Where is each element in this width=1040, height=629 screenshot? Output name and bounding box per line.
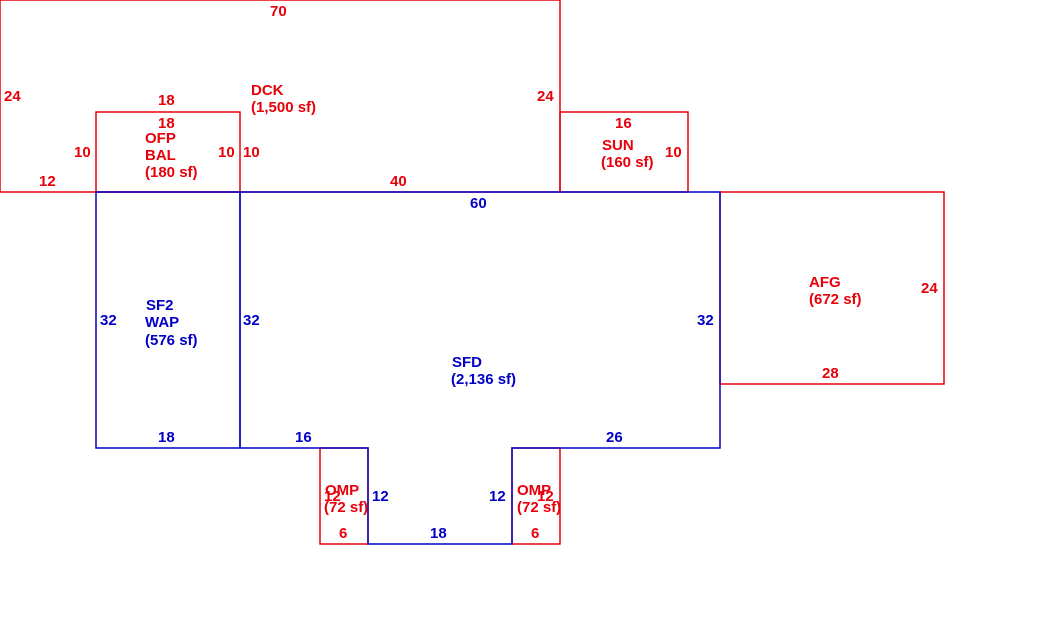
- ofp-dim-top-outer: 18: [158, 92, 175, 109]
- dck-dim-right: 24: [537, 88, 554, 105]
- sfd-dim-notch-right: 12: [489, 488, 506, 505]
- sf2-name2: WAP: [145, 314, 179, 331]
- afg-dim-right: 24: [921, 280, 938, 297]
- dck-dim-top: 70: [270, 3, 287, 20]
- sf2-name: SF2: [146, 297, 174, 314]
- sfd-outline: [239, 191, 721, 545]
- omp-left-dim: 12: [324, 488, 341, 505]
- omp-left-area: (72 sf): [324, 499, 368, 516]
- sfd-dim-notch-left: 12: [372, 488, 389, 505]
- dck-area: (1,500 sf): [251, 99, 316, 116]
- sf2-dim-right: 32: [243, 312, 260, 329]
- afg-area: (672 sf): [809, 291, 862, 308]
- omp-left-dim-bottom: 6: [339, 525, 347, 542]
- sfd-name: SFD: [452, 354, 482, 371]
- afg-name: AFG: [809, 274, 841, 291]
- sun-area: (160 sf): [601, 154, 654, 171]
- sf2-area: (576 sf): [145, 332, 198, 349]
- sfd-dim-notch-bottom: 18: [430, 525, 447, 542]
- omp-right-name: OMP: [517, 482, 551, 499]
- ofp-dim-top-inner: 18: [158, 115, 175, 132]
- omp-right-area: (72 sf): [517, 499, 561, 516]
- sfd-dim-right: 32: [697, 312, 714, 329]
- sf2-dim-left: 32: [100, 312, 117, 329]
- omp-left-name: OMP: [325, 482, 359, 499]
- sfd-dim-top: 60: [470, 195, 487, 212]
- omp-right-dim-bottom: 6: [531, 525, 539, 542]
- dck-dim-left: 24: [4, 88, 21, 105]
- ofp-name: OFP: [145, 130, 176, 147]
- ofp-name2: BAL: [145, 147, 176, 164]
- dck-name: DCK: [251, 82, 284, 99]
- dck-dim-bottom-mid: 40: [390, 173, 407, 190]
- afg-dim-bottom: 28: [822, 365, 839, 382]
- sun-dim-top: 16: [615, 115, 632, 132]
- sf2-dim-bottom: 18: [158, 429, 175, 446]
- sfd-dim-bottom-left: 16: [295, 429, 312, 446]
- ofp-dim-right-in: 10: [218, 144, 235, 161]
- ofp-area: (180 sf): [145, 164, 198, 181]
- dck-dim-bottom-left: 12: [39, 173, 56, 190]
- sfd-dim-bottom-right: 26: [606, 429, 623, 446]
- sfd-area: (2,136 sf): [451, 371, 516, 388]
- ofp-dim-left: 10: [74, 144, 91, 161]
- sun-name: SUN: [602, 137, 634, 154]
- sun-dim-right: 10: [665, 144, 682, 161]
- ofp-dim-right-out: 10: [243, 144, 260, 161]
- omp-right-dim: 12: [537, 488, 554, 505]
